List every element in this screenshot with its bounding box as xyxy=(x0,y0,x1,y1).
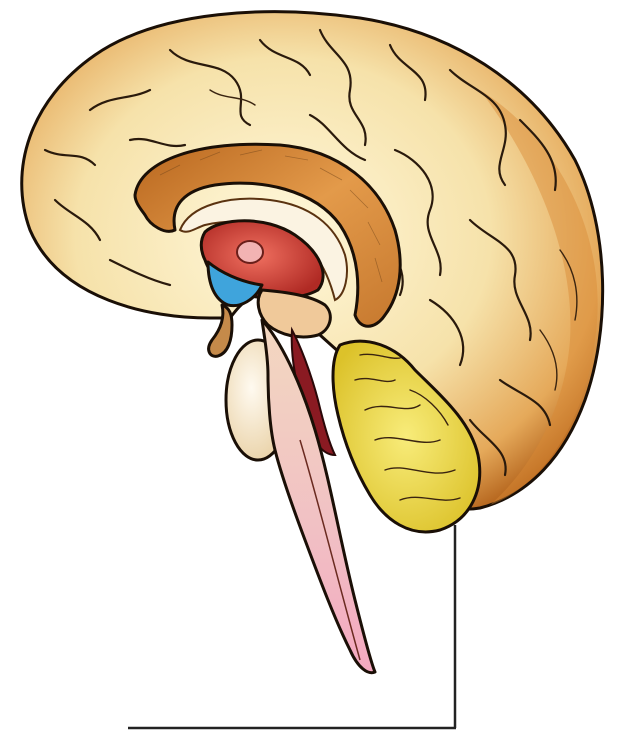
pineal-body xyxy=(237,241,263,263)
leader-line xyxy=(128,525,456,728)
